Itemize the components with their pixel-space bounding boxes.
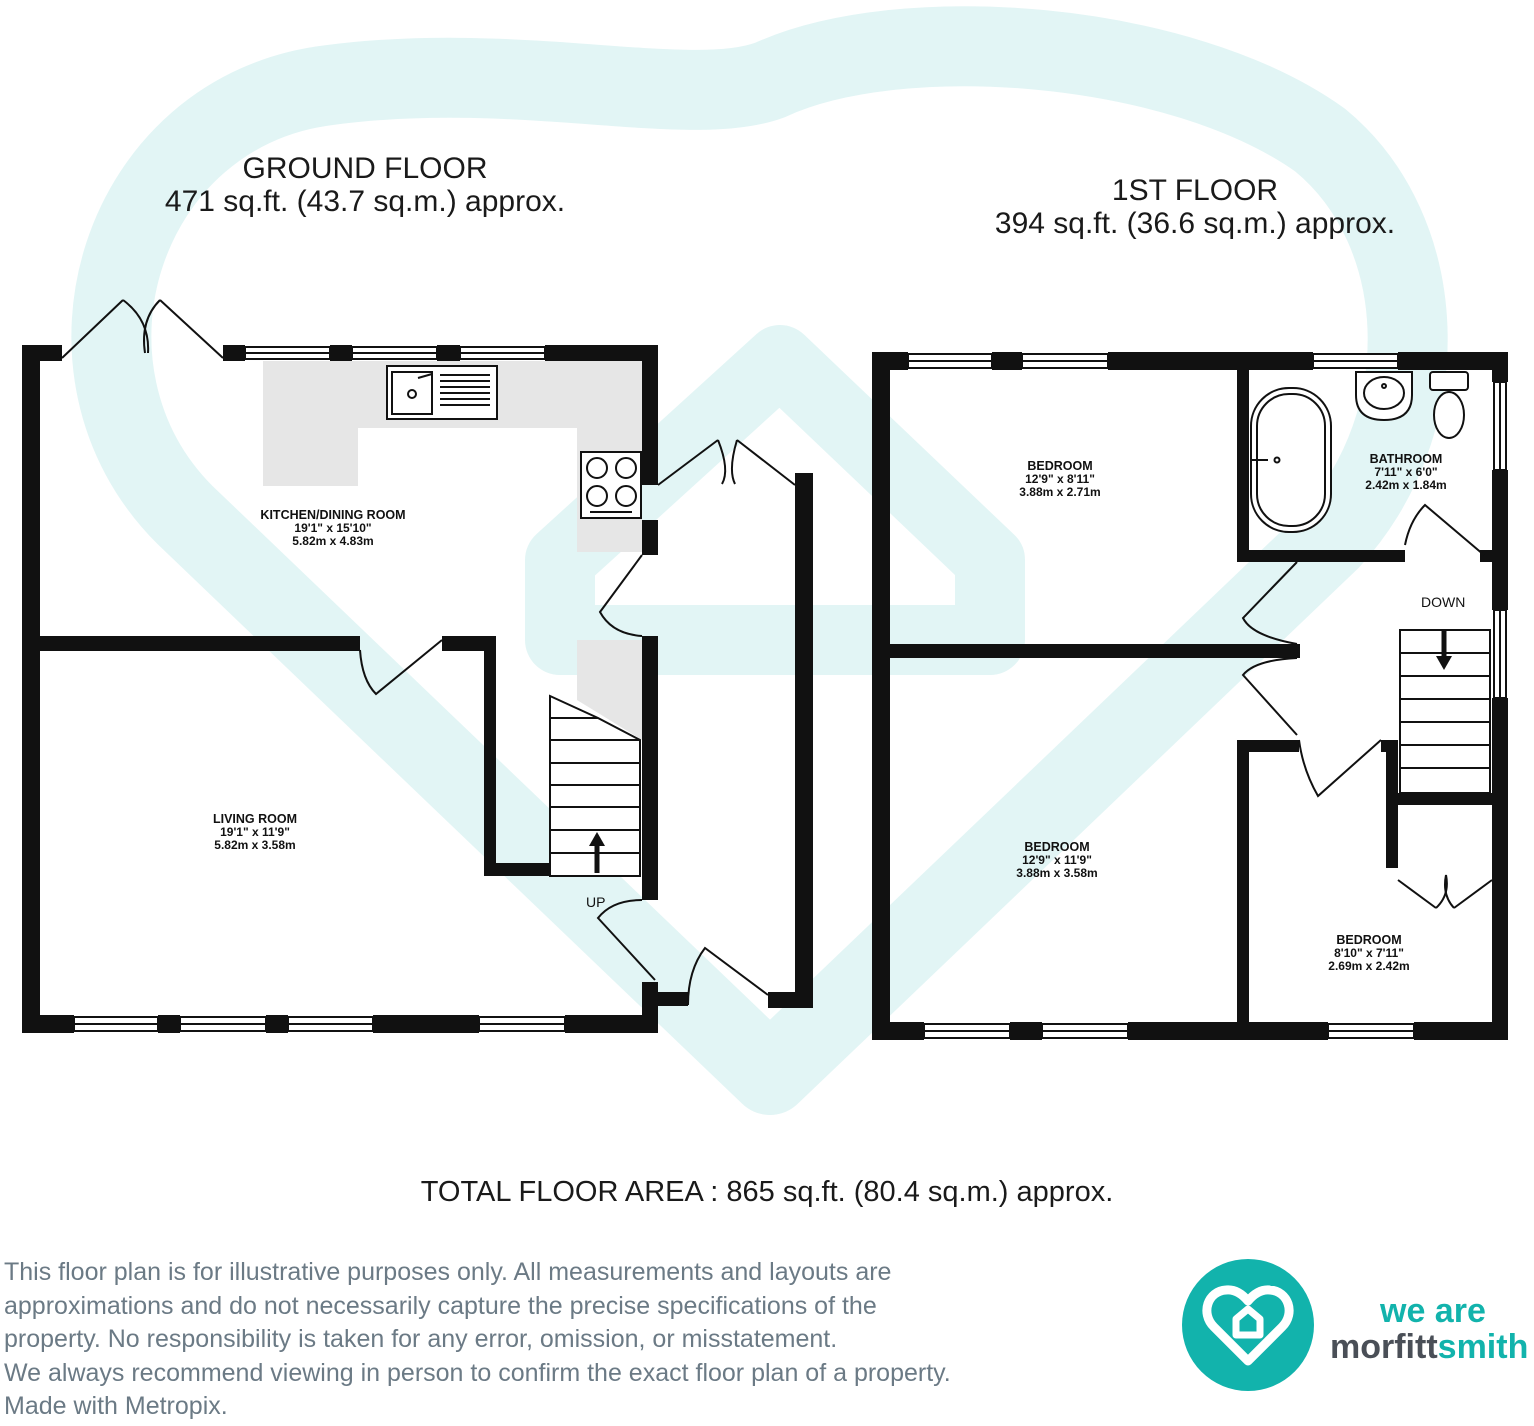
room-label-bedroom-3: BEDROOM 8'10" x 7'11" 2.69m x 2.42m bbox=[1328, 934, 1409, 973]
room-label-kitchen-dining: KITCHEN/DINING ROOM 19'1" x 15'10" 5.82m… bbox=[260, 509, 405, 548]
ground-floor-area: 471 sq.ft. (43.7 sq.m.) approx. bbox=[164, 185, 566, 218]
room-name: KITCHEN/DINING ROOM bbox=[260, 508, 406, 522]
room-label-bedroom-1: BEDROOM 12'9" x 8'11" 3.88m x 2.71m bbox=[1019, 460, 1100, 499]
stairs-down-arrow-icon bbox=[1436, 630, 1452, 670]
room-imperial: 12'9" x 8'11" bbox=[1025, 472, 1095, 486]
room-name: BEDROOM bbox=[1027, 459, 1093, 473]
room-label-bedroom-2: BEDROOM 12'9" x 11'9" 3.88m x 3.58m bbox=[1016, 841, 1097, 880]
room-metric: 3.88m x 3.58m bbox=[1016, 866, 1098, 880]
ground-floor-doors bbox=[61, 299, 796, 1006]
room-metric: 3.88m x 2.71m bbox=[1019, 485, 1101, 499]
stairs-down-label: DOWN bbox=[1421, 594, 1466, 610]
room-imperial: 8'10" x 7'11" bbox=[1334, 946, 1404, 960]
first-floor-heading: 1ST FLOOR 394 sq.ft. (36.6 sq.m.) approx… bbox=[940, 174, 1450, 240]
room-label-bathroom: BATHROOM 7'11" x 6'0" 2.42m x 1.84m bbox=[1365, 453, 1446, 492]
room-name: BEDROOM bbox=[1336, 933, 1402, 947]
floor-plan-drawing bbox=[22, 6, 1508, 1115]
logo-wordmark-part2: smith bbox=[1437, 1328, 1529, 1366]
sink-icon bbox=[386, 365, 498, 420]
first-floor-title: 1ST FLOOR bbox=[1111, 174, 1279, 207]
disclaimer-line: property. No responsibility is taken for… bbox=[4, 1325, 838, 1353]
disclaimer-line: Made with Metropix. bbox=[4, 1392, 228, 1420]
ground-floor-walls bbox=[22, 345, 813, 1033]
room-name: LIVING ROOM bbox=[212, 812, 298, 826]
bathtub-icon bbox=[1250, 387, 1332, 533]
first-floor-windows bbox=[907, 353, 1507, 1039]
room-label-living-room: LIVING ROOM 19'1" x 11'9" 5.82m x 3.58m bbox=[213, 813, 297, 852]
ground-floor-heading: GROUND FLOOR 471 sq.ft. (43.7 sq.m.) app… bbox=[140, 152, 590, 218]
room-name: BEDROOM bbox=[1024, 840, 1090, 854]
room-metric: 2.69m x 2.42m bbox=[1328, 959, 1410, 973]
logo-wordmark-part1: morfitt bbox=[1330, 1328, 1438, 1366]
first-floor-area: 394 sq.ft. (36.6 sq.m.) approx. bbox=[994, 207, 1396, 240]
toilet-icon bbox=[1429, 371, 1469, 439]
room-name: BATHROOM bbox=[1369, 452, 1443, 466]
room-imperial: 19'1" x 11'9" bbox=[220, 825, 290, 839]
disclaimer-line: approximations and do not necessarily ca… bbox=[4, 1291, 877, 1320]
disclaimer: This floor plan is for illustrative purp… bbox=[4, 1256, 1104, 1424]
logo-tagline: we are bbox=[1380, 1292, 1486, 1330]
logo-wordmark: morfittsmith bbox=[1330, 1329, 1528, 1365]
stairs-up-arrow-icon bbox=[589, 832, 605, 873]
kitchen-worktops bbox=[263, 361, 642, 740]
room-metric: 2.42m x 1.84m bbox=[1365, 478, 1447, 492]
brand-logo: we are morfittsmith bbox=[1330, 1293, 1528, 1365]
total-floor-area: TOTAL FLOOR AREA : 865 sq.ft. (80.4 sq.m… bbox=[420, 1176, 1114, 1208]
room-imperial: 7'11" x 6'0" bbox=[1374, 465, 1438, 479]
room-metric: 5.82m x 4.83m bbox=[292, 534, 374, 548]
ground-floor-title: GROUND FLOOR bbox=[242, 152, 488, 185]
room-imperial: 19'1" x 15'10" bbox=[294, 521, 372, 535]
washbasin-icon bbox=[1355, 371, 1413, 422]
hob-icon bbox=[580, 451, 642, 519]
first-floor-walls bbox=[872, 352, 1508, 1040]
ground-floor-windows bbox=[73, 346, 566, 1032]
heart-house-icon bbox=[1182, 1259, 1314, 1391]
first-floor-doors bbox=[1241, 503, 1493, 909]
ground-floor-stairs bbox=[549, 694, 641, 877]
stairs-up-label: UP bbox=[586, 894, 606, 910]
disclaimer-line: We always recommend viewing in person to… bbox=[4, 1358, 951, 1387]
room-imperial: 12'9" x 11'9" bbox=[1022, 853, 1092, 867]
room-metric: 5.82m x 3.58m bbox=[214, 838, 296, 852]
watermark-heart-icon bbox=[71, 6, 1448, 1115]
disclaimer-line: This floor plan is for illustrative purp… bbox=[4, 1258, 892, 1286]
